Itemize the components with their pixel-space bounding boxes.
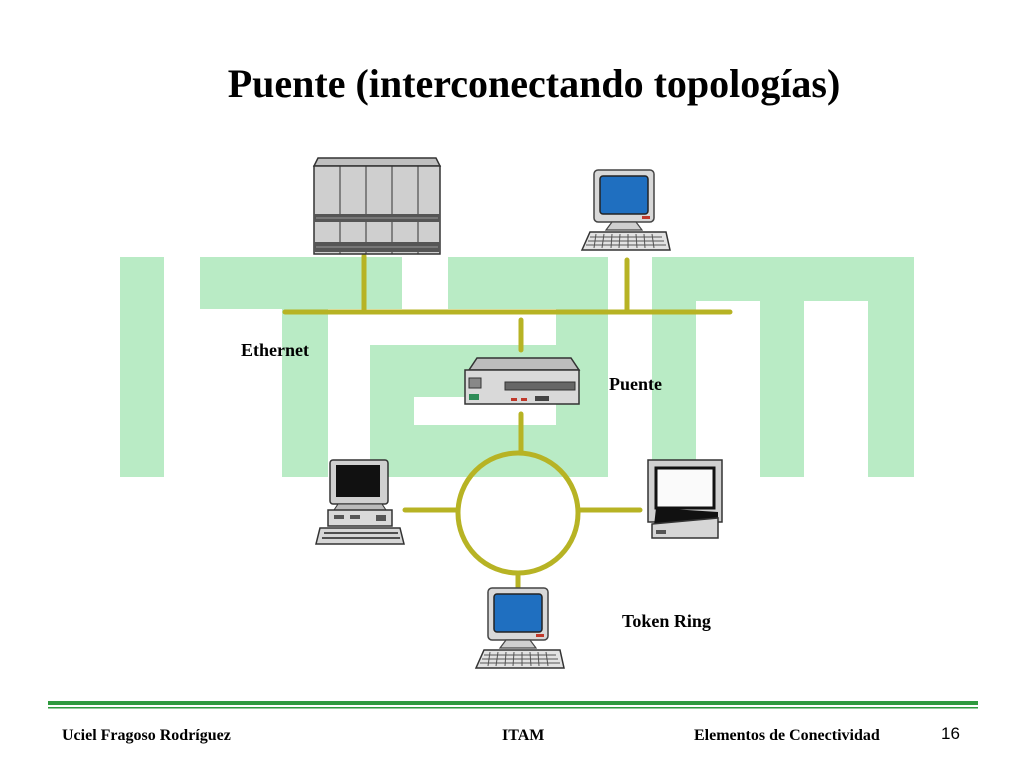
token-ring-label: Token Ring xyxy=(622,611,711,631)
footer-rule-thick xyxy=(48,701,978,705)
pc-tower-icon xyxy=(315,459,405,545)
bridge-label: Puente xyxy=(609,374,662,394)
page-number: 16 xyxy=(941,724,960,743)
footer-rule-thin xyxy=(48,707,978,709)
terminal-icon xyxy=(647,459,723,539)
desktop-computer-icon xyxy=(475,587,565,669)
desktop-computer-icon xyxy=(581,169,671,251)
footer-section: Elementos de Conectividad xyxy=(694,727,880,744)
bridge-device-icon xyxy=(464,357,581,405)
footer-author: Uciel Fragoso Rodríguez xyxy=(62,727,231,744)
network-links xyxy=(282,253,733,593)
slide-title: Puente (interconectando topologías) xyxy=(227,61,841,106)
footer-institution: ITAM xyxy=(502,727,545,744)
ethernet-label: Ethernet xyxy=(241,340,309,360)
mainframe-server-icon xyxy=(312,157,442,255)
